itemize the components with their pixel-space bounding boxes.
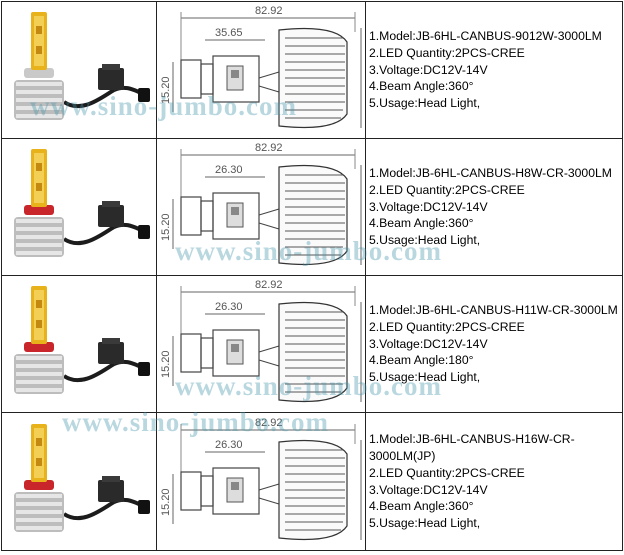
spec-list: 1.Model:JB-6HL-CANBUS-H11W-CR-3000LM 2.L… — [366, 302, 622, 386]
base-dimension: 15.20 — [160, 488, 172, 516]
length-dimension: 82.92 — [255, 142, 283, 154]
spec-usage: 5.Usage:Head Light, — [369, 233, 481, 248]
product-photo-cell — [1, 275, 157, 413]
spec-usage: 5.Usage:Head Light, — [369, 516, 481, 531]
spec-led-quantity: 2.LED Quantity:2PCS-CREE — [369, 182, 525, 197]
base-dimension: 15.20 — [160, 213, 172, 241]
length-dimension: 82.92 — [255, 279, 283, 291]
spec-model: 1.Model:JB-6HL-CANBUS-9012W-3000LM — [369, 29, 602, 43]
inner-dimension: 26.30 — [215, 301, 243, 313]
spec-model: 1.Model:JB-6HL-CANBUS-H16W-CR-3000LM(JP) — [369, 432, 575, 463]
product-photo-cell — [1, 138, 157, 276]
dimension-drawing-cell: 82.92 26.30 15.20 — [156, 138, 366, 276]
spec-list: 1.Model:JB-6HL-CANBUS-H16W-CR-3000LM(JP)… — [366, 431, 622, 532]
spec-usage: 5.Usage:Head Light, — [369, 96, 481, 111]
dimension-drawing-cell: 82.92 26.30 15.20 — [156, 275, 366, 413]
product-photo-cell — [1, 1, 157, 139]
spec-beam-angle: 4.Beam Angle:360° — [369, 499, 474, 514]
spec-voltage: 3.Voltage:DC12V-14V — [369, 482, 488, 497]
spec-list: 1.Model:JB-6HL-CANBUS-9012W-3000LM 2.LED… — [366, 28, 622, 112]
base-dimension: 15.20 — [160, 350, 172, 378]
headlight-bulb-image — [14, 423, 150, 532]
dimension-drawing-cell: 82.92 35.65 15.20 — [156, 1, 366, 139]
spec-usage: 5.Usage:Head Light, — [369, 370, 481, 385]
base-dimension: 15.20 — [160, 76, 172, 104]
spec-text-cell: 1.Model:JB-6HL-CANBUS-9012W-3000LM 2.LED… — [365, 1, 623, 139]
dimension-drawing: 82.92 26.30 15.20 — [160, 142, 362, 266]
spec-text-cell: 1.Model:JB-6HL-CANBUS-H11W-CR-3000LM 2.L… — [365, 275, 623, 413]
product-row: 82.92 26.30 15.20 — [1, 412, 623, 551]
spec-list: 1.Model:JB-6HL-CANBUS-H8W-CR-3000LM 2.LE… — [366, 165, 622, 249]
length-dimension: 82.92 — [255, 5, 283, 17]
spec-model: 1.Model:JB-6HL-CANBUS-H11W-CR-3000LM — [369, 303, 618, 317]
spec-led-quantity: 2.LED Quantity:2PCS-CREE — [369, 319, 525, 334]
spec-model: 1.Model:JB-6HL-CANBUS-H8W-CR-3000LM — [369, 166, 612, 180]
inner-dimension: 35.65 — [215, 27, 243, 39]
product-row: 82.92 35.65 15.20 — [1, 1, 623, 139]
length-dimension: 82.92 — [255, 417, 283, 429]
headlight-bulb-image — [14, 149, 150, 257]
spec-voltage: 3.Voltage:DC12V-14V — [369, 62, 488, 77]
dimension-drawing: 82.92 26.30 15.20 — [160, 417, 362, 540]
spec-voltage: 3.Voltage:DC12V-14V — [369, 199, 488, 214]
spec-beam-angle: 4.Beam Angle:360° — [369, 79, 474, 94]
inner-dimension: 26.30 — [215, 164, 243, 176]
dimension-drawing-cell: 82.92 26.30 15.20 — [156, 412, 366, 551]
spec-voltage: 3.Voltage:DC12V-14V — [369, 336, 488, 351]
spec-beam-angle: 4.Beam Angle:360° — [369, 216, 474, 231]
spec-text-cell: 1.Model:JB-6HL-CANBUS-H8W-CR-3000LM 2.LE… — [365, 138, 623, 276]
inner-dimension: 26.30 — [215, 439, 243, 451]
spec-beam-angle: 4.Beam Angle:180° — [369, 353, 474, 368]
product-photo-cell — [1, 412, 157, 551]
headlight-bulb-image — [14, 12, 150, 120]
dimension-drawing: 82.92 35.65 15.20 — [160, 5, 362, 129]
product-row: 82.92 26.30 15.20 — [1, 138, 623, 276]
spec-led-quantity: 2.LED Quantity:2PCS-CREE — [369, 45, 525, 60]
spec-text-cell: 1.Model:JB-6HL-CANBUS-H16W-CR-3000LM(JP)… — [365, 412, 623, 551]
product-row: 82.92 26.30 15.20 — [1, 275, 623, 413]
headlight-bulb-image — [14, 286, 150, 394]
spec-led-quantity: 2.LED Quantity:2PCS-CREE — [369, 465, 525, 480]
dimension-drawing: 82.92 26.30 15.20 — [160, 279, 362, 403]
